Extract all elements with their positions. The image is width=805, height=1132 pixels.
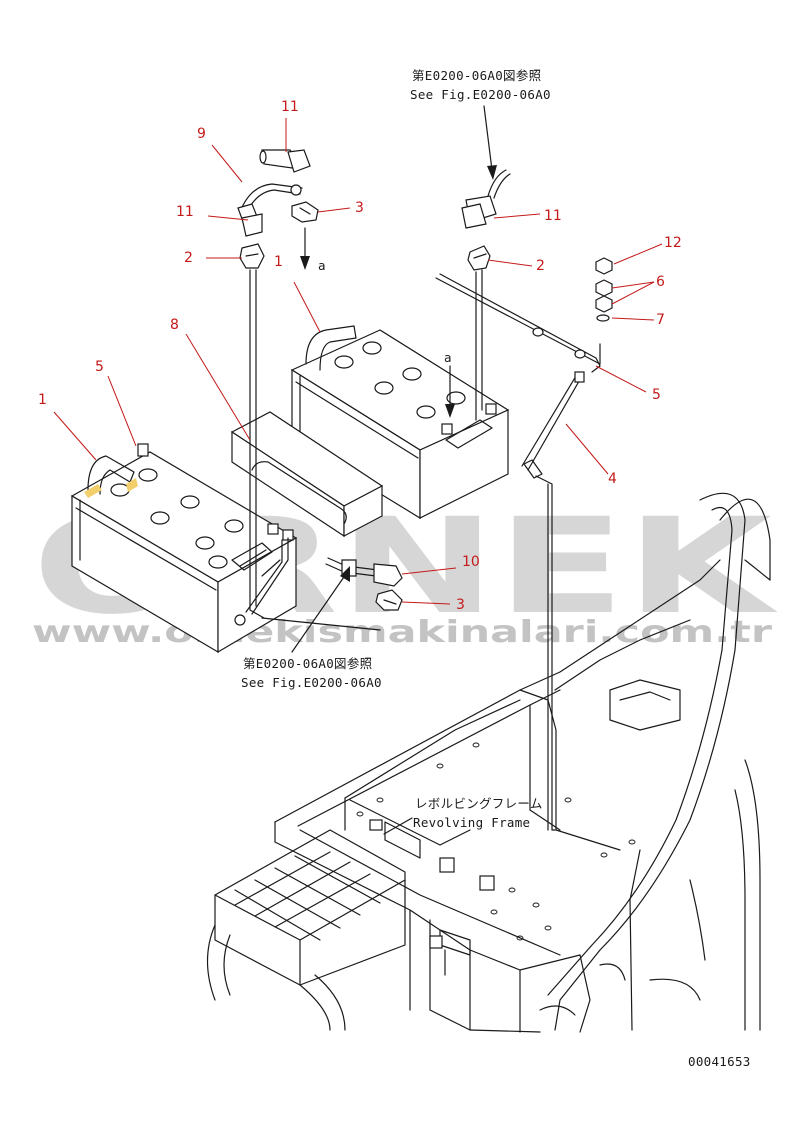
item-8-pad	[230, 411, 384, 538]
item-4-rod	[521, 371, 585, 831]
frame-label-en: Revolving Frame	[413, 815, 530, 830]
callout-8: 8	[170, 317, 179, 333]
item-10-cable	[325, 557, 403, 611]
callout-2-right: 2	[536, 258, 545, 274]
view-marker-a-mid: a	[444, 350, 452, 365]
leader-lines	[53, 118, 663, 605]
item-11-right-terminal	[461, 169, 511, 229]
revolving-frame	[206, 492, 771, 1033]
battery-right	[290, 325, 510, 520]
view-marker-a-top: a	[318, 258, 326, 273]
item-5-bar	[435, 273, 601, 373]
reference-mid-jp: 第E0200-06A0図参照	[243, 656, 372, 671]
callout-2-left: 2	[184, 250, 193, 266]
view-arrows: a a	[300, 227, 455, 418]
reference-arrows	[291, 105, 497, 653]
callout-3-upper: 3	[355, 200, 364, 216]
battery-link-cable	[234, 537, 381, 631]
callout-4: 4	[608, 471, 617, 487]
reference-top-en: See Fig.E0200-06A0	[410, 87, 551, 102]
reference-top-jp: 第E0200-06A0図参照	[412, 68, 541, 83]
callout-3-lower: 3	[456, 597, 465, 613]
callout-7: 7	[656, 312, 665, 328]
callout-1-right: 1	[274, 254, 283, 270]
callout-11-right: 11	[544, 208, 562, 224]
callout-5-right: 5	[652, 387, 661, 403]
item-9-cable	[237, 149, 311, 237]
small-parts-right	[595, 257, 613, 322]
reference-texts: 第E0200-06A0図参照 See Fig.E0200-06A0 第E0200…	[241, 68, 751, 1069]
clamps-upper	[239, 201, 491, 619]
callout-1-left: 1	[38, 392, 47, 408]
callout-11-left: 11	[176, 204, 194, 220]
reference-mid-en: See Fig.E0200-06A0	[241, 675, 382, 690]
watermark-url: www.ornekismakinalari.com.tr	[32, 615, 772, 650]
callout-5-left: 5	[95, 359, 104, 375]
callout-numbers: 1 1 2 2 3 3 4 5 5 6 7 8 9 10 11 11 11 12	[38, 99, 682, 613]
callout-9: 9	[197, 126, 206, 142]
frame-label-jp: レボルビングフレーム	[415, 796, 543, 811]
callout-11-top: 11	[281, 99, 299, 115]
callout-6: 6	[656, 274, 665, 290]
figure-number: 00041653	[688, 1054, 751, 1069]
callout-10: 10	[462, 554, 480, 570]
callout-12: 12	[664, 235, 682, 251]
